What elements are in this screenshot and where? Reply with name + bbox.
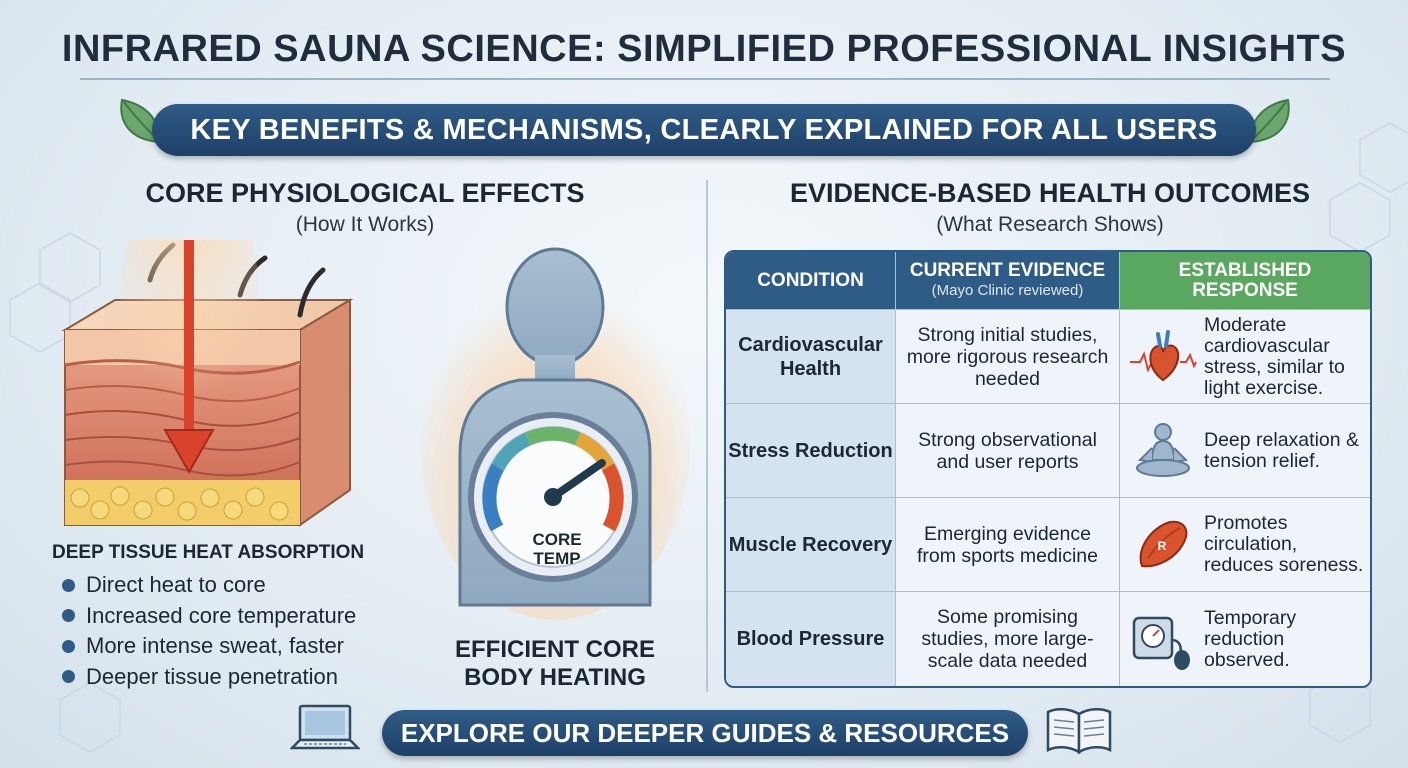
section-divider <box>706 180 708 692</box>
right-section-title: EVIDENCE-BASED HEALTH OUTCOMES <box>789 178 1311 208</box>
response-cell: Moderate cardiovascular stress, similar … <box>1120 310 1370 403</box>
muscle-icon: R <box>1139 520 1188 567</box>
response-cell: R Promotes circulation, reduces soreness… <box>1120 498 1370 591</box>
evidence-cell: Strong observational and user reports <box>896 404 1120 497</box>
bullet-dot-icon <box>62 609 75 623</box>
gauge-needle <box>549 459 606 501</box>
list-item: Deeper tissue penetration <box>62 662 356 693</box>
heat-arrow-shaft <box>184 240 194 430</box>
bullet-dot-icon <box>62 670 75 684</box>
table-row: Cardiovascular Health Strong initial stu… <box>726 310 1370 404</box>
table-row: Blood Pressure Some promising studies, m… <box>726 592 1370 686</box>
header-response: ESTABLISHED RESPONSE <box>1120 252 1370 309</box>
list-item: Direct heat to core <box>62 570 356 601</box>
list-item: Increased core temperature <box>62 601 356 632</box>
outcomes-table: CONDITION CURRENT EVIDENCE (Mayo Clinic … <box>724 250 1372 688</box>
title-divider <box>80 78 1330 80</box>
body-temperature-illustration: CORE TEMP <box>420 247 690 620</box>
evidence-cell: Some promising studies, more large-scale… <box>896 592 1120 686</box>
head-shape <box>505 247 605 367</box>
header-condition: CONDITION <box>726 252 896 309</box>
left-section-title: CORE PHYSIOLOGICAL EFFECTS <box>145 178 585 208</box>
condition-cell: Muscle Recovery <box>726 498 896 591</box>
laptop-icon <box>290 704 360 750</box>
condition-cell: Stress Reduction <box>726 404 896 497</box>
heart-icon <box>1130 329 1197 381</box>
table-row: Stress Reduction Strong observational an… <box>726 404 1370 498</box>
skin-cross-section-illustration <box>61 240 354 527</box>
blood-pressure-cuff-icon <box>1132 616 1190 670</box>
table-row: Muscle Recovery Emerging evidence from s… <box>726 498 1370 592</box>
bullet-dot-icon <box>62 578 75 592</box>
left-section-subtitle: (How It Works) <box>295 213 435 236</box>
condition-cell: Cardiovascular Health <box>726 310 896 403</box>
svg-text:R: R <box>1158 539 1167 553</box>
subtitle-banner: KEY BENEFITS & MECHANISMS, CLEARLY EXPLA… <box>152 104 1256 156</box>
right-section-header: EVIDENCE-BASED HEALTH OUTCOMES (What Res… <box>730 178 1370 237</box>
response-cell: Deep relaxation & tension relief. <box>1120 404 1370 497</box>
heat-arrow-head <box>163 429 215 475</box>
evidence-cell: Strong initial studies, more rigorous re… <box>896 310 1120 403</box>
gauge-label-temp: TEMP <box>533 549 580 568</box>
bullet-dot-icon <box>62 639 75 653</box>
meditation-icon <box>1136 422 1190 477</box>
list-item: More intense sweat, faster <box>62 631 356 662</box>
left-section-header: CORE PHYSIOLOGICAL EFFECTS (How It Works… <box>100 178 630 237</box>
page-title: INFRARED SAUNA SCIENCE: SIMPLIFIED PROFE… <box>61 28 1347 70</box>
open-book-icon <box>1046 708 1112 755</box>
body-caption: EFFICIENT CORE BODY HEATING <box>454 636 655 691</box>
condition-cell: Blood Pressure <box>726 592 896 686</box>
right-section-subtitle: (What Research Shows) <box>936 213 1164 236</box>
effects-bullet-list: Direct heat to core Increased core tempe… <box>62 570 356 692</box>
response-cell: Temporary reduction observed. <box>1120 592 1370 686</box>
gauge-label-core: CORE <box>532 530 581 549</box>
explore-resources-button[interactable]: EXPLORE OUR DEEPER GUIDES & RESOURCES <box>382 710 1028 756</box>
table-header-row: CONDITION CURRENT EVIDENCE (Mayo Clinic … <box>726 252 1370 310</box>
evidence-cell: Emerging evidence from sports medicine <box>896 498 1120 591</box>
header-evidence: CURRENT EVIDENCE (Mayo Clinic reviewed) <box>896 252 1120 309</box>
tissue-caption: DEEP TISSUE HEAT ABSORPTION <box>52 542 365 563</box>
